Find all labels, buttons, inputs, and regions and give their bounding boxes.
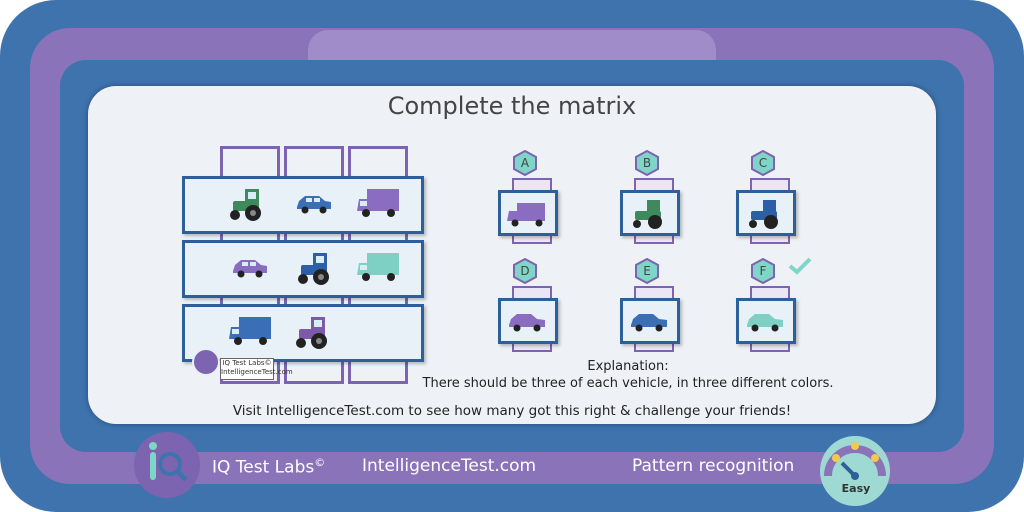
mini-logo-brand: IQ Test Labs© <box>222 359 272 367</box>
footer-brand: IQ Test Labs© <box>212 456 325 478</box>
explanation-text: There should be three of each vehicle, i… <box>422 376 834 391</box>
option-f-box[interactable] <box>736 298 796 344</box>
difficulty-label: Easy <box>842 482 871 495</box>
puzzle-title: Complete the matrix <box>387 92 637 120</box>
footer-site[interactable]: IntelligenceTest.com <box>362 456 537 476</box>
option-a-box[interactable] <box>498 190 558 236</box>
option-a-badge-icon: A <box>513 150 537 176</box>
visit-text: Visit IntelligenceTest.com to see how ma… <box>232 403 792 419</box>
frame-strip-left <box>30 120 56 390</box>
option-e-box[interactable] <box>620 298 680 344</box>
teal-car-icon <box>747 314 783 332</box>
neutral-face-icon <box>851 442 859 450</box>
purple-tractor-icon <box>296 317 327 349</box>
purple-van-icon <box>507 203 545 227</box>
mini-logo-label: IQ Test Labs© IntelligenceTest.com <box>220 358 293 380</box>
blue-car-icon <box>297 196 331 214</box>
blue-tractor-icon <box>749 200 778 229</box>
iq-logo-small-icon <box>192 348 220 376</box>
purple-car-icon <box>233 260 267 278</box>
matrix-row-2-vehicles <box>233 253 399 285</box>
blue-tractor-icon <box>298 253 329 285</box>
sad-face-icon <box>871 454 879 462</box>
matrix-row-3-vehicles <box>229 317 327 349</box>
teal-van-icon <box>357 253 399 281</box>
puzzle-card: Complete the matrix <box>88 86 936 424</box>
option-b-badge-icon: B <box>635 150 659 176</box>
option-c-badge-icon: C <box>751 150 775 176</box>
purple-car-icon <box>509 314 545 332</box>
blue-van-icon <box>229 317 271 345</box>
footer-category: Pattern recognition <box>632 456 795 476</box>
matrix-row-1-vehicles <box>230 189 399 221</box>
option-a-letter: A <box>521 156 530 170</box>
explanation: Explanation: There should be three of ea… <box>408 358 848 392</box>
green-tractor-icon <box>633 200 662 229</box>
explanation-heading: Explanation: <box>587 359 669 374</box>
matrix-row-1 <box>182 176 424 234</box>
option-e-letter: E <box>643 264 651 278</box>
option-d-letter: D <box>520 264 529 278</box>
option-f-letter: F <box>760 264 767 278</box>
option-d-badge-icon: D <box>513 258 537 284</box>
matrix-row-2 <box>182 240 424 298</box>
frame-strip-right <box>968 120 994 390</box>
option-c-box[interactable] <box>736 190 796 236</box>
iq-test-labs-logo-icon <box>134 432 200 498</box>
option-b-box[interactable] <box>620 190 680 236</box>
footer-brand-mark: © <box>314 456 326 469</box>
green-tractor-icon <box>230 189 261 221</box>
mini-logo-site: IntelligenceTest.com <box>221 368 293 376</box>
matrix-row-3 <box>182 304 424 362</box>
checkmark-icon <box>788 257 812 275</box>
option-e-badge-icon: E <box>635 258 659 284</box>
option-b-letter: B <box>643 156 651 170</box>
happy-face-icon <box>832 454 840 462</box>
frame-strip-highlight <box>308 30 716 60</box>
blue-car-icon <box>631 314 667 332</box>
option-d-box[interactable] <box>498 298 558 344</box>
purple-van-icon <box>357 189 399 217</box>
option-c-letter: C <box>759 156 767 170</box>
footer-brand-name: IQ Test Labs <box>212 457 315 478</box>
difficulty-gauge: Easy <box>820 436 890 506</box>
option-f-badge-icon: F <box>751 258 775 284</box>
